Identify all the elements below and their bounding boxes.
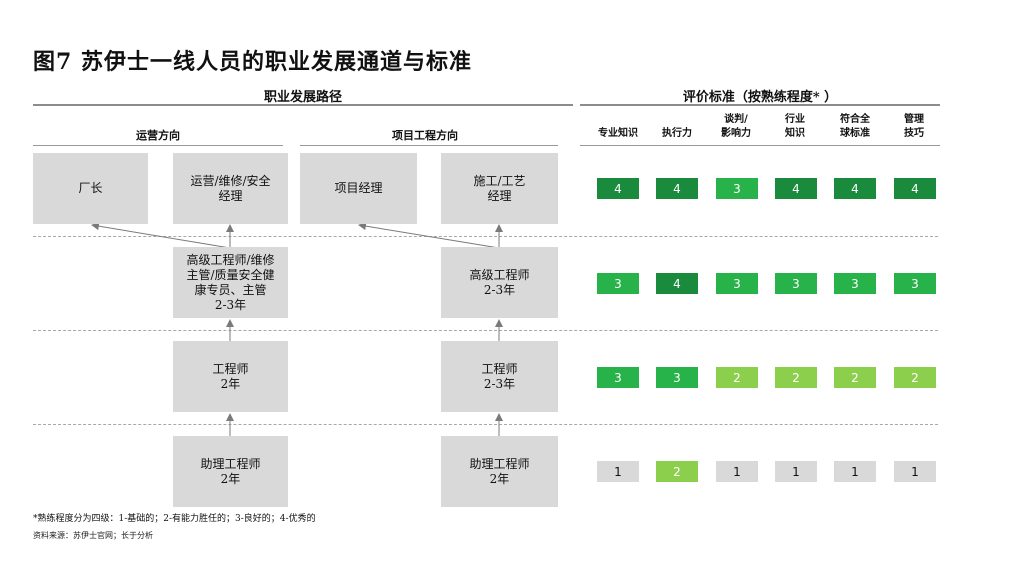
row-separator (33, 330, 938, 331)
criterion-label: 执行力 (662, 128, 692, 139)
box-proj-senior-engineer: 高级工程师 2-3年 (441, 247, 558, 318)
rating-cell: 2 (775, 367, 817, 388)
box-ops-manager: 运营/维修/安全 经理 (173, 153, 288, 224)
rating-cell: 4 (834, 178, 876, 199)
box-ops-senior-engineer: 高级工程师/维修 主管/质量安全健 康专员、主管 2-3年 (173, 247, 288, 318)
arrow-proj-senior-to-project-manager (358, 222, 500, 249)
rating-cell: 3 (656, 367, 698, 388)
arrow-ops-senior-to-factory-manager (91, 222, 231, 249)
criteria-header-rule (580, 104, 940, 106)
criteria-column-rule (580, 145, 940, 146)
rating-cell: 4 (894, 178, 936, 199)
rating-cell: 4 (775, 178, 817, 199)
project-direction-label: 项目工程方向 (392, 129, 458, 142)
rating-cell: 1 (894, 461, 936, 482)
criterion-label: 管理 技巧 (904, 114, 924, 139)
rating-cell: 3 (894, 273, 936, 294)
rating-cell: 3 (597, 273, 639, 294)
row-separator (33, 424, 938, 425)
rating-cell: 1 (716, 461, 758, 482)
rating-cell: 3 (834, 273, 876, 294)
box-construction-manager: 施工/工艺 经理 (441, 153, 558, 224)
box-project-manager: 项目经理 (300, 153, 417, 224)
footnote: *熟练程度分为四级：1-基础的；2-有能力胜任的；3-良好的；4-优秀的 (33, 514, 316, 524)
rating-cell: 3 (775, 273, 817, 294)
career-path-header: 职业发展路径 (263, 90, 342, 105)
path-header-rule (33, 104, 573, 106)
project-direction-rule (300, 145, 558, 146)
box-proj-engineer: 工程师 2-3年 (441, 341, 558, 412)
rating-cell: 2 (656, 461, 698, 482)
source-note: 资料来源：苏伊士官网；长于分析 (33, 531, 153, 540)
rating-cell: 1 (775, 461, 817, 482)
criterion-label: 谈判/ 影响力 (721, 114, 751, 139)
rating-cell: 2 (834, 367, 876, 388)
rating-cell: 3 (716, 273, 758, 294)
rating-cell: 4 (656, 273, 698, 294)
rating-cell: 1 (834, 461, 876, 482)
box-proj-assistant-engineer: 助理工程师 2年 (441, 436, 558, 507)
rating-cell: 2 (716, 367, 758, 388)
criterion-label: 行业 知识 (785, 114, 805, 139)
rating-cell: 1 (597, 461, 639, 482)
box-factory-manager: 厂长 (33, 153, 148, 224)
criterion-label: 符合全 球标准 (840, 114, 870, 139)
ops-direction-rule (33, 145, 283, 146)
rating-cell: 4 (597, 178, 639, 199)
criterion-label: 专业知识 (598, 128, 638, 139)
page-title: 图7 苏伊士一线人员的职业发展通道与标准 (33, 49, 472, 75)
rating-cell: 2 (894, 367, 936, 388)
rating-cell: 3 (597, 367, 639, 388)
rating-cell: 4 (656, 178, 698, 199)
box-ops-engineer: 工程师 2年 (173, 341, 288, 412)
ops-direction-label: 运营方向 (136, 129, 180, 142)
rating-cell: 3 (716, 178, 758, 199)
criteria-header: 评价标准（按熟练程度* ） (682, 90, 838, 105)
box-ops-assistant-engineer: 助理工程师 2年 (173, 436, 288, 507)
row-separator (33, 236, 938, 237)
